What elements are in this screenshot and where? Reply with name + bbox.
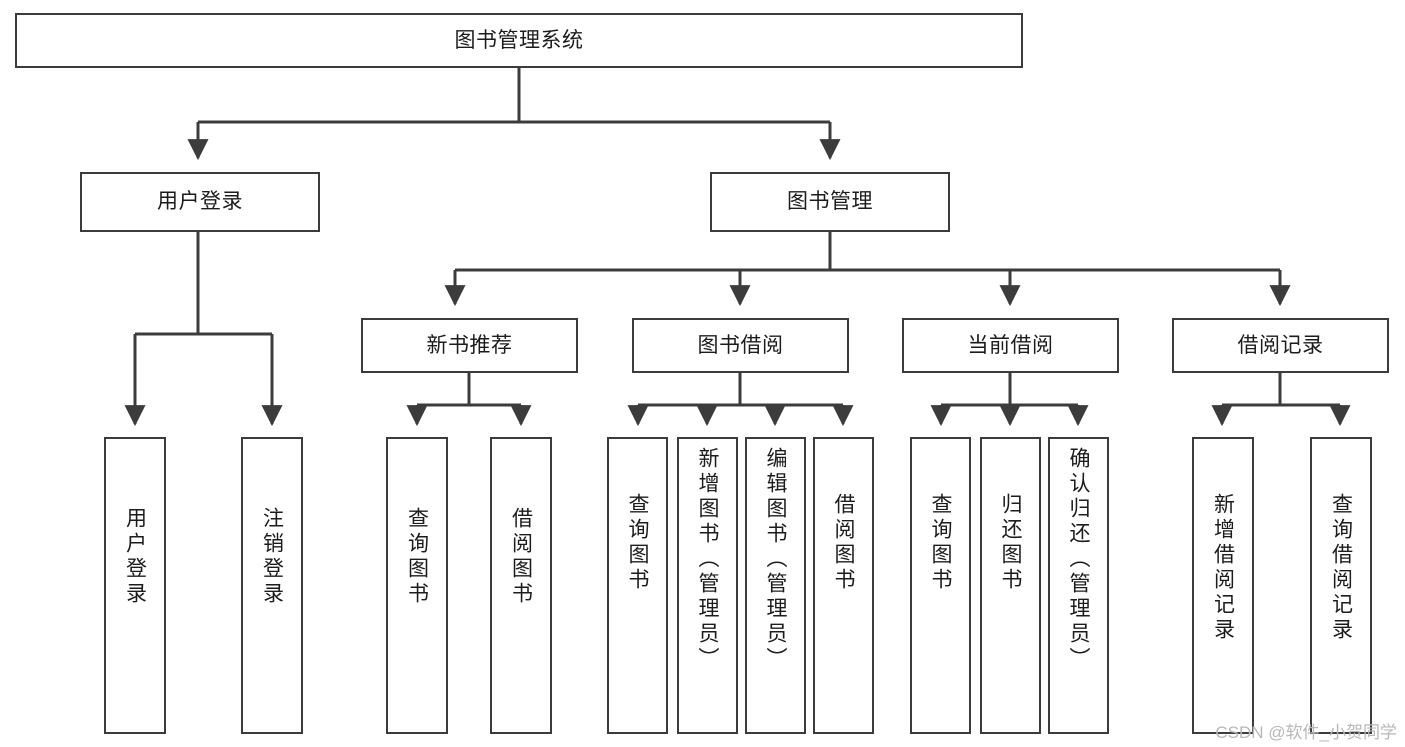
node-label: 用户登录 [157,190,243,214]
node-label: 借阅记录 [1237,333,1324,357]
node-leaf-confirm-return-admin[interactable]: 确认归还（管理员） [1048,437,1109,734]
node-label: 查询图书 [405,507,429,607]
node-leaf-query-book[interactable]: 查询图书 [607,437,668,734]
node-user-login[interactable]: 用户登录 [80,172,320,232]
node-leaf-borrow-book-recommend[interactable]: 借阅图书 [490,437,552,734]
node-root-system[interactable]: 图书管理系统 [15,13,1023,68]
node-label: 查询借阅记录 [1329,493,1353,643]
node-label: 借阅图书 [832,493,855,593]
node-borrow-record[interactable]: 借阅记录 [1172,318,1389,373]
node-leaf-user-login[interactable]: 用户登录 [104,437,166,734]
node-label: 图书管理系统 [454,28,584,52]
node-leaf-edit-book-admin[interactable]: 编辑图书（管理员） [745,437,806,734]
node-label: 新增图书（管理员） [696,447,719,672]
node-leaf-query-book-recommend[interactable]: 查询图书 [386,437,448,734]
node-label: 编辑图书（管理员） [764,447,787,672]
node-current-borrow[interactable]: 当前借阅 [902,318,1119,373]
node-leaf-query-borrow-record[interactable]: 查询借阅记录 [1310,437,1372,734]
node-leaf-borrow-book[interactable]: 借阅图书 [813,437,874,734]
node-label: 注销登录 [260,507,284,607]
node-label: 图书借阅 [697,333,784,357]
node-leaf-query-book-current[interactable]: 查询图书 [910,437,971,734]
node-label: 查询图书 [929,493,952,593]
node-label: 确认归还（管理员） [1067,447,1090,672]
node-label: 新增借阅记录 [1211,493,1235,643]
node-leaf-add-book-admin[interactable]: 新增图书（管理员） [677,437,738,734]
node-label: 图书管理 [787,190,873,214]
node-book-borrow[interactable]: 图书借阅 [632,318,849,373]
node-new-book-recommend[interactable]: 新书推荐 [361,318,578,373]
node-label: 查询图书 [626,493,649,593]
node-label: 新书推荐 [426,333,513,357]
node-label: 归还图书 [999,493,1022,593]
node-label: 用户登录 [123,507,147,607]
node-leaf-logout[interactable]: 注销登录 [241,437,303,734]
node-label: 借阅图书 [509,507,533,607]
node-leaf-return-book[interactable]: 归还图书 [980,437,1041,734]
node-book-management[interactable]: 图书管理 [710,172,950,232]
node-leaf-add-borrow-record[interactable]: 新增借阅记录 [1192,437,1254,734]
node-label: 当前借阅 [967,333,1054,357]
